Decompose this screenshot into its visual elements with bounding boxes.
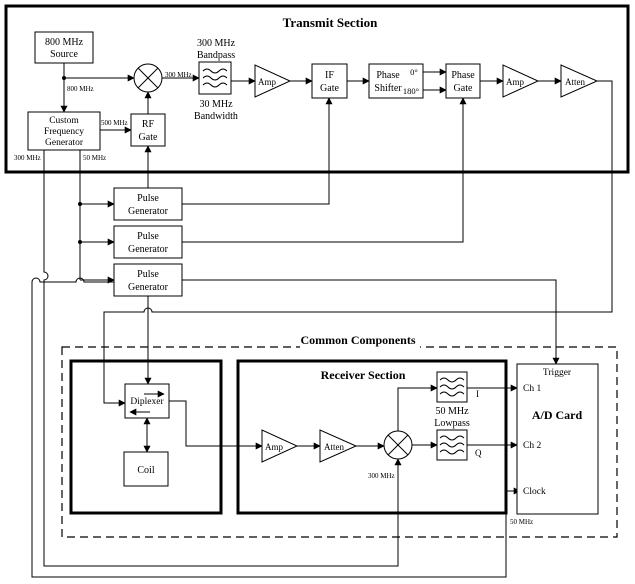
label-800mhz: 800 MHz <box>67 85 94 93</box>
label-300mhz-lo: 300 MHz <box>368 472 395 480</box>
bandpass-filter: 300 MHz Bandpass 30 MHz Bandwidth <box>194 38 238 122</box>
lowpass-filter-q <box>436 429 468 461</box>
svg-text:Phase: Phase <box>451 70 475 81</box>
pulse-generator-3: Pulse Generator <box>113 263 183 297</box>
svg-text:Frequency: Frequency <box>44 127 84 137</box>
svg-text:Source: Source <box>50 49 78 60</box>
amp-receiver: Amp <box>261 429 299 463</box>
svg-text:Custom: Custom <box>49 116 79 126</box>
svg-text:Gate: Gate <box>320 83 339 94</box>
label-i: I <box>476 389 479 399</box>
atten-receiver: Atten <box>319 429 358 463</box>
common-components-title: Common Components <box>300 333 415 347</box>
lowpass-filter-i <box>436 371 468 403</box>
svg-text:Amp: Amp <box>258 77 277 87</box>
svg-text:300 MHz: 300 MHz <box>197 38 236 49</box>
svg-text:180°: 180° <box>403 86 419 96</box>
svg-text:30 MHz: 30 MHz <box>199 99 233 110</box>
svg-text:Shifter: Shifter <box>374 83 402 94</box>
if-gate: IF Gate <box>311 63 348 99</box>
svg-text:Clock: Clock <box>523 487 546 497</box>
svg-text:Trigger: Trigger <box>543 368 572 378</box>
svg-text:Gate: Gate <box>454 83 473 94</box>
svg-text:Atten: Atten <box>324 442 344 452</box>
source-800mhz: 800 MHz Source <box>34 31 94 64</box>
svg-text:IF: IF <box>325 70 334 81</box>
coil: Coil <box>123 451 169 487</box>
svg-text:Generator: Generator <box>128 282 169 293</box>
svg-text:Amp: Amp <box>506 77 525 87</box>
svg-text:Generator: Generator <box>45 138 84 148</box>
label-q: Q <box>475 448 482 458</box>
svg-text:0°: 0° <box>410 67 418 77</box>
label-300mhz-mixer-out: 300 MHz <box>165 71 192 79</box>
lowpass-label-line2: Lowpass <box>434 418 470 429</box>
mixer-receiver <box>383 430 413 460</box>
label-50mhz-clock: 50 MHz <box>510 518 533 526</box>
phase-shifter: Phase Shifter 0° 180° <box>368 63 424 99</box>
common-title-mask <box>300 332 420 350</box>
svg-text:Pulse: Pulse <box>137 269 159 280</box>
pulse-generator-1: Pulse Generator <box>113 187 183 221</box>
svg-text:Generator: Generator <box>128 206 169 217</box>
mixer-transmit <box>133 63 163 93</box>
amp-transmit-1: Amp <box>254 64 292 98</box>
rf-gate: RF Gate <box>130 113 166 147</box>
custom-frequency-generator: Custom Frequency Generator <box>27 111 101 151</box>
amp-transmit-2: Amp <box>502 64 540 98</box>
svg-text:Coil: Coil <box>137 465 154 476</box>
svg-text:Ch 1: Ch 1 <box>523 384 541 394</box>
receiver-section-frame <box>236 359 508 515</box>
svg-text:Pulse: Pulse <box>137 193 159 204</box>
svg-text:RF: RF <box>142 119 155 130</box>
svg-text:Atten: Atten <box>565 77 585 87</box>
label-500mhz: 500 MHz <box>101 119 128 127</box>
diplexer: Diplexer <box>124 383 170 419</box>
transmit-section-title: Transmit Section <box>283 15 378 30</box>
label-300mhz-cfg: 300 MHz <box>14 154 41 162</box>
svg-text:Diplexer: Diplexer <box>130 397 164 407</box>
label-50mhz-cfg: 50 MHz <box>83 154 106 162</box>
svg-text:Gate: Gate <box>139 132 158 143</box>
pulse-generator-2: Pulse Generator <box>113 225 183 259</box>
receiver-section-title: Receiver Section <box>321 368 406 382</box>
svg-text:Bandwidth: Bandwidth <box>194 111 238 122</box>
svg-text:Generator: Generator <box>128 244 169 255</box>
transmit-section-frame <box>4 4 630 174</box>
svg-text:Bandpass: Bandpass <box>197 50 235 61</box>
lowpass-label-line1: 50 MHz <box>435 406 469 417</box>
svg-text:Ch 2: Ch 2 <box>523 441 541 451</box>
coil-frame <box>69 359 223 515</box>
svg-text:Phase: Phase <box>376 70 400 81</box>
phase-gate: Phase Gate <box>445 63 481 99</box>
atten-transmit: Atten <box>560 64 599 98</box>
svg-text:800 MHz: 800 MHz <box>45 37 84 48</box>
svg-text:Pulse: Pulse <box>137 231 159 242</box>
svg-text:Amp: Amp <box>265 442 284 452</box>
ad-card: Trigger A/D Card Ch 1 Ch 2 Clock <box>516 363 599 515</box>
svg-text:A/D Card: A/D Card <box>532 408 583 422</box>
